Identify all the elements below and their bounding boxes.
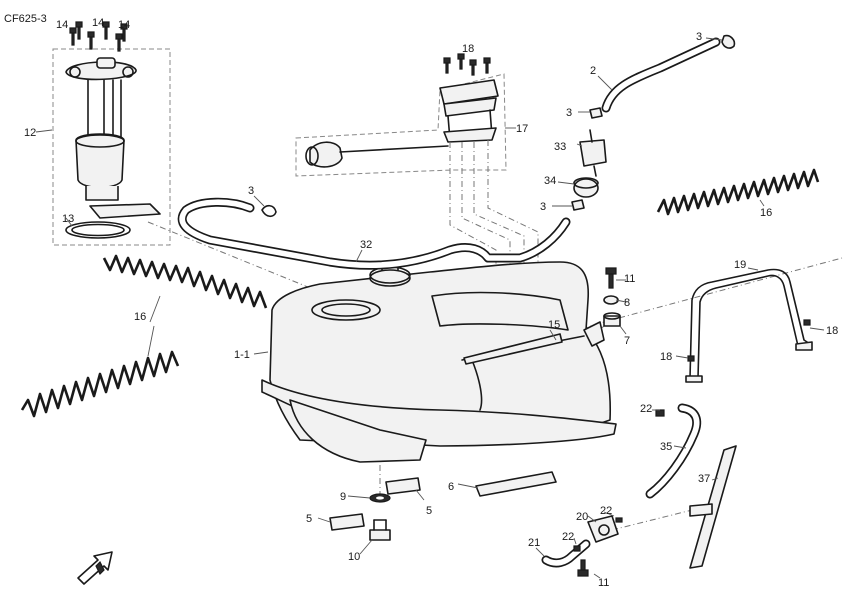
fuel-tank	[261, 261, 617, 463]
callout-34: 34	[544, 175, 556, 187]
pad-6	[475, 471, 557, 497]
callout-5: 5	[426, 505, 432, 517]
vent-hose-2	[589, 34, 736, 119]
front-direction-arrow-icon	[77, 551, 113, 585]
callout-7: 7	[624, 335, 630, 347]
valve-20	[587, 515, 623, 543]
callout-15: 15	[548, 319, 560, 331]
spring-16-right	[656, 168, 820, 216]
callout-33: 33	[554, 141, 566, 153]
callout-17: 17	[516, 123, 528, 135]
fuel-pump-assembly	[52, 21, 171, 246]
grommet-7	[603, 312, 621, 327]
bolt-11-lower	[577, 559, 589, 577]
spring-16-upper-left	[102, 254, 268, 309]
callout-13: 13	[62, 213, 74, 225]
clamp-3-lower	[571, 199, 585, 211]
grommet-34	[573, 177, 599, 198]
breather-hose-32	[177, 197, 571, 270]
callout-21: 21	[528, 537, 540, 549]
drain-bolt-10	[369, 519, 391, 541]
callout-3: 3	[566, 107, 572, 119]
callout-3: 3	[248, 185, 254, 197]
callout-5: 5	[306, 513, 312, 525]
callout-32: 32	[360, 239, 372, 251]
pad-5-left	[329, 513, 365, 531]
callout-18: 18	[660, 351, 672, 363]
washer-9	[369, 493, 391, 503]
callout-22: 22	[562, 531, 574, 543]
spring-16-lower-left	[20, 350, 180, 418]
callout-35: 35	[660, 441, 672, 453]
callout-12: 12	[24, 127, 36, 139]
leader-lines	[35, 37, 825, 579]
bolt-14-set	[69, 21, 128, 52]
callout-18: 18	[826, 325, 838, 337]
fuel-sender-assembly	[295, 53, 507, 177]
callout-11: 11	[624, 273, 635, 285]
callout-37: 37	[698, 473, 710, 485]
callout-22: 22	[600, 505, 612, 517]
hose-35	[645, 403, 702, 499]
callout-14: 14	[56, 19, 68, 31]
callout-8: 8	[624, 297, 630, 309]
callout-6: 6	[448, 481, 454, 493]
washer-8	[603, 295, 619, 305]
tank-strap-19	[685, 268, 813, 383]
callout-19: 19	[734, 259, 746, 271]
clip-22-upper	[655, 409, 665, 417]
callout-3: 3	[696, 31, 702, 43]
callout-22: 22	[640, 403, 652, 415]
callout-11: 11	[598, 577, 609, 589]
clip-22-lower	[573, 545, 581, 552]
callout-14: 14	[92, 17, 104, 29]
callout-3: 3	[540, 201, 546, 213]
callout-20: 20	[576, 511, 588, 523]
callout-18: 18	[462, 43, 474, 55]
fuel-filter-33	[579, 129, 607, 177]
callout-16: 16	[134, 311, 146, 323]
pad-5-right	[385, 477, 421, 495]
callout-2: 2	[590, 65, 596, 77]
callout-labels: 14 14 14 18 3 2 3 12 17 33 34 3 3 16 13 …	[24, 17, 838, 589]
callout-16: 16	[760, 207, 772, 219]
diagram-code: CF625-3	[4, 13, 47, 25]
callout-10: 10	[348, 551, 360, 563]
callout-9: 9	[340, 491, 346, 503]
callout-1-1: 1-1	[234, 349, 250, 361]
guard-bar-37	[689, 445, 737, 569]
callout-14: 14	[118, 19, 130, 31]
bolt-11-upper	[605, 267, 617, 289]
hose-21	[541, 539, 591, 568]
